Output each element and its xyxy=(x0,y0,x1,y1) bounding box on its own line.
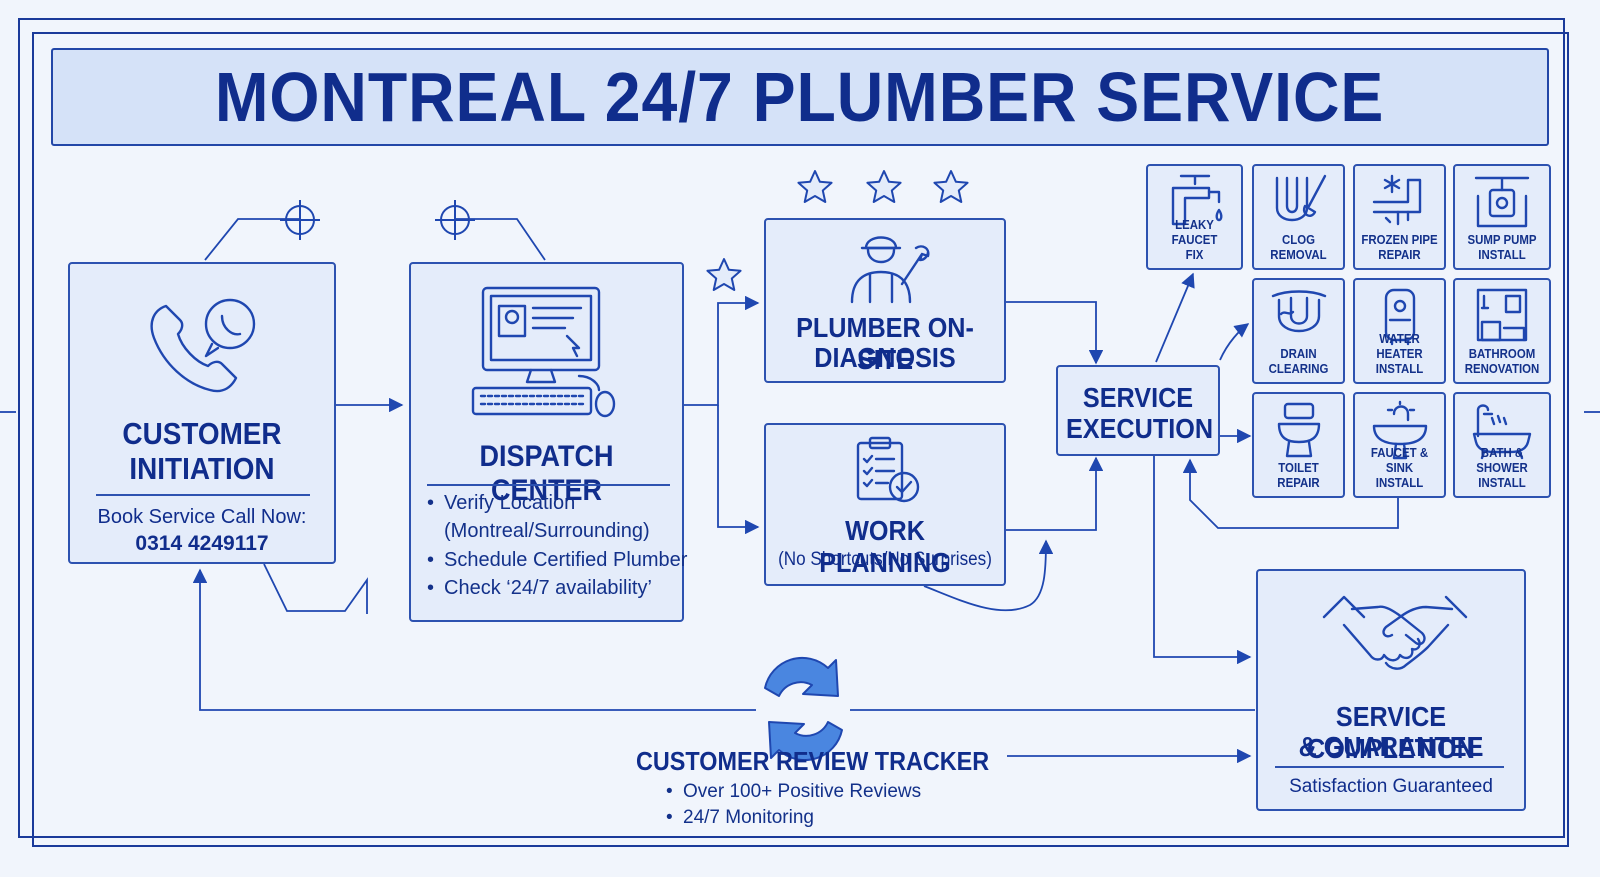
water-heater-icon xyxy=(1384,288,1415,346)
service-label: CLOG REMOVAL xyxy=(1270,232,1327,262)
diagnosis-title-line2: DIAGNOSIS xyxy=(814,342,956,373)
page-title: MONTREAL 24/7 PLUMBER SERVICE xyxy=(215,58,1385,136)
dispatch-bullet-verify: Verify Location xyxy=(427,492,575,515)
computer-monitor-icon xyxy=(471,286,616,418)
toilet-icon xyxy=(1277,402,1320,458)
service-tile-leaky-faucet[interactable]: LEAKY FAUCET FIX xyxy=(1146,164,1243,270)
bathroom-icon xyxy=(1476,288,1528,342)
service-tile-faucet-sink[interactable]: FAUCET & SINK INSTALL xyxy=(1353,392,1446,498)
service-tile-bath-shower[interactable]: BATH & SHOWER INSTALL xyxy=(1453,392,1551,498)
clipboard-check-icon xyxy=(856,436,920,503)
refresh-cycle-icon xyxy=(764,656,843,762)
plunger-icon xyxy=(1275,174,1326,222)
service-tile-sump-pump[interactable]: SUMP PUMP INSTALL xyxy=(1453,164,1551,270)
service-execution-box: SERVICE EXECUTION xyxy=(1056,365,1220,456)
service-label: DRAIN CLEARING xyxy=(1268,346,1329,376)
dispatch-bullet-availability: Check ‘24/7 availability’ xyxy=(427,577,652,600)
bathtub-icon xyxy=(1472,404,1532,460)
service-tile-water-heater[interactable]: WATER HEATER INSTALL xyxy=(1353,278,1446,384)
service-label: TOILET REPAIR xyxy=(1277,460,1320,490)
dispatch-bullet-schedule: Schedule Certified Plumber xyxy=(427,549,688,572)
review-tracker-title: CUSTOMER REVIEW TRACKER xyxy=(636,746,990,776)
service-label: FAUCET & SINK INSTALL xyxy=(1370,445,1429,490)
star-icon xyxy=(706,170,969,291)
completion-subtitle: Satisfaction Guaranteed xyxy=(1289,776,1493,797)
work-planning-box: WORK PLANNING (No Shortcuts/No Surprises… xyxy=(764,423,1006,586)
service-label: BATHROOM RENOVATION xyxy=(1464,346,1540,376)
review-bullet-monitoring: 24/7 Monitoring xyxy=(666,807,814,829)
customer-divider xyxy=(96,494,310,496)
execution-title-line2: EXECUTION xyxy=(1066,413,1214,444)
inner-frame xyxy=(32,32,1569,847)
crosshair-icon xyxy=(280,200,475,240)
outer-frame xyxy=(18,18,1565,838)
service-label: BATH & SHOWER INSTALL xyxy=(1476,445,1528,490)
service-label: FROZEN PIPE REPAIR xyxy=(1361,232,1438,262)
dispatch-title: DISPATCH CENTER xyxy=(479,440,614,507)
service-label: WATER HEATER INSTALL xyxy=(1375,331,1424,376)
phone-number[interactable]: 0314 4249117 xyxy=(135,532,269,555)
review-bullet-positive: Over 100+ Positive Reviews xyxy=(666,781,921,803)
planning-title: WORK PLANNING xyxy=(819,515,951,578)
sink-icon xyxy=(1372,400,1427,460)
phone-chat-icon xyxy=(150,298,256,393)
service-completion-box: SERVICE COMPLETION & GUARANTEE Satisfact… xyxy=(1256,569,1526,811)
completion-title-line2: & GUARANTEE xyxy=(1298,731,1484,762)
service-tile-clog-removal[interactable]: CLOG REMOVAL xyxy=(1252,164,1345,270)
dispatch-bullet-location-detail: (Montreal/Surrounding) xyxy=(444,520,650,542)
dispatch-center-box: DISPATCH CENTER Verify Location (Montrea… xyxy=(409,262,688,622)
plumber-wrench-icon xyxy=(850,236,930,304)
service-label: SUMP PUMP INSTALL xyxy=(1467,232,1537,262)
sump-pump-icon xyxy=(1474,176,1530,228)
service-tile-frozen-pipe[interactable]: FROZEN PIPE REPAIR xyxy=(1353,164,1446,270)
execution-title-line1: SERVICE xyxy=(1082,382,1194,413)
drain-icon xyxy=(1271,290,1326,333)
service-tile-toilet-repair[interactable]: TOILET REPAIR xyxy=(1252,392,1345,498)
service-label: LEAKY FAUCET FIX xyxy=(1171,217,1218,262)
handshake-icon xyxy=(1322,595,1468,670)
customer-title-line1: CUSTOMER xyxy=(122,416,282,451)
faucet-icon xyxy=(1171,174,1222,226)
completion-divider xyxy=(1275,766,1504,768)
service-tile-bathroom-renovation[interactable]: BATHROOM RENOVATION xyxy=(1453,278,1551,384)
diagnosis-title-line1: PLUMBER ON-SITE xyxy=(796,312,974,375)
customer-title-line2: INITIATION xyxy=(129,451,275,486)
service-tile-drain-clearing[interactable]: DRAIN CLEARING xyxy=(1252,278,1345,384)
dispatch-divider xyxy=(427,484,670,486)
completion-title-line1: SERVICE COMPLETION xyxy=(1306,701,1475,764)
frozen-pipe-icon xyxy=(1372,174,1421,226)
diagnosis-box: PLUMBER ON-SITE DIAGNOSIS xyxy=(764,218,1006,383)
title-banner: MONTREAL 24/7 PLUMBER SERVICE xyxy=(51,48,1549,146)
book-service-label: Book Service Call Now: xyxy=(97,506,307,528)
planning-subtitle: (No Shortcuts/No Surprises) xyxy=(778,549,992,570)
customer-initiation-box: CUSTOMER INITIATION Book Service Call No… xyxy=(68,262,336,564)
